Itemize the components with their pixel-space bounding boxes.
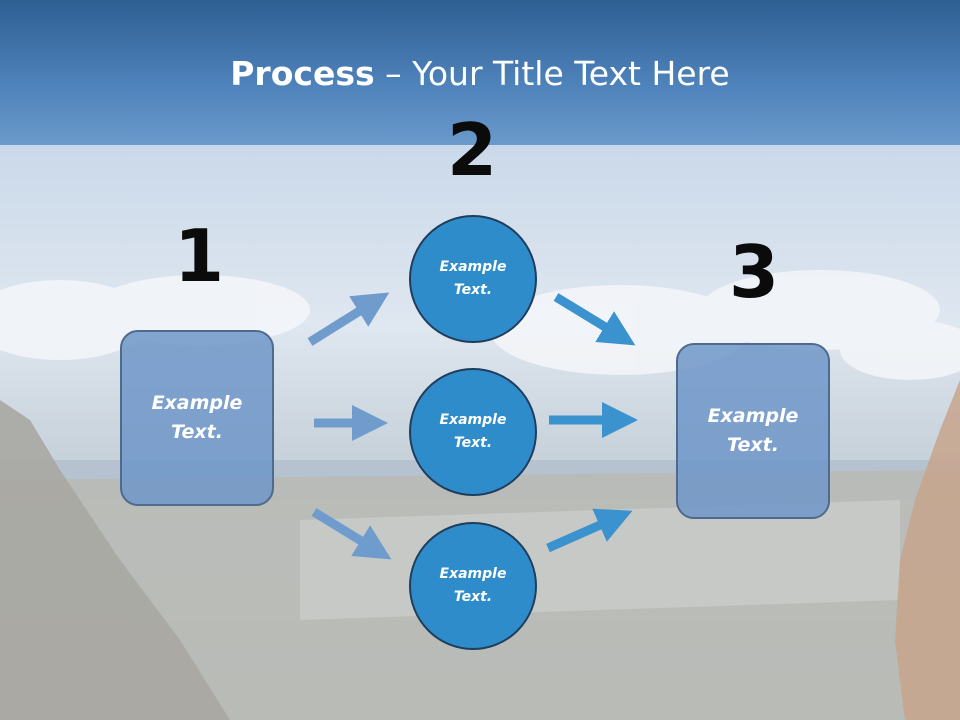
- process-box-start: Example Text.: [120, 330, 274, 506]
- process-circle-top-label: Example Text.: [439, 259, 507, 298]
- process-box-start-label: Example Text.: [151, 392, 243, 443]
- process-circle-middle-label: Example Text.: [439, 412, 507, 451]
- title-bold: Process: [230, 54, 375, 93]
- process-box-end-label: Example Text.: [707, 405, 799, 456]
- arrow-right-down: [553, 293, 636, 346]
- arrow-left-up: [307, 292, 390, 346]
- process-circle-top: Example Text.: [409, 215, 537, 343]
- step-number-1: 1: [173, 214, 225, 298]
- process-circle-middle: Example Text.: [409, 368, 537, 496]
- process-box-end: Example Text.: [676, 343, 830, 519]
- arrow-left-down: [311, 508, 392, 560]
- header-bar: [0, 0, 960, 145]
- step-number-2: 2: [446, 108, 498, 192]
- arrow-right-up: [546, 508, 633, 553]
- process-circle-bottom: Example Text.: [409, 522, 537, 650]
- page-title: Process – Your Title Text Here: [0, 52, 960, 96]
- step-number-3: 3: [728, 230, 780, 314]
- title-rest: – Your Title Text Here: [374, 54, 730, 93]
- process-circle-bottom-label: Example Text.: [439, 566, 507, 605]
